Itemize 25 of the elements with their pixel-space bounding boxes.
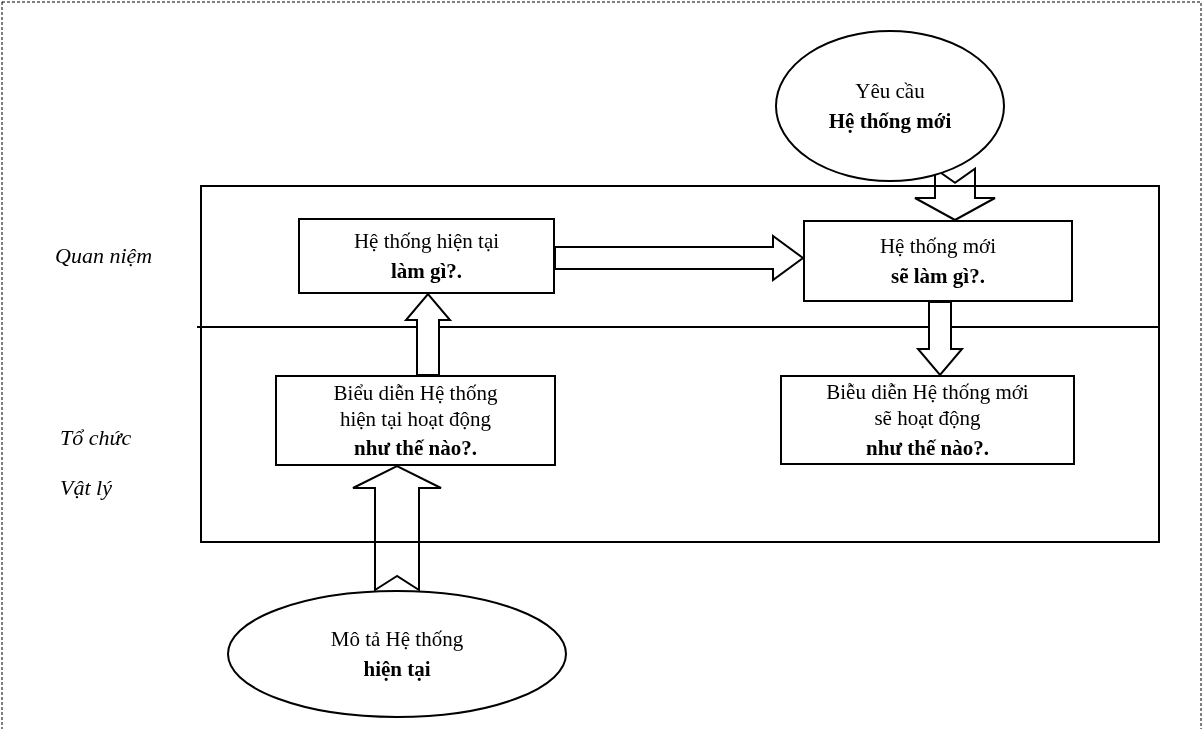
block-arrow (352, 464, 442, 592)
node-text: hiện tại (362, 655, 432, 682)
node-text: làm gì?. (389, 257, 464, 284)
process-box (780, 375, 1075, 465)
node-text: Hệ thống mới (878, 233, 998, 260)
input-ellipse (227, 590, 567, 718)
node-text: Hệ thống mới (827, 107, 953, 134)
row-label: Quan niệm (55, 243, 153, 269)
node-text: Hệ thống hiện tại (352, 228, 501, 255)
row-label: Tổ chức (60, 425, 132, 451)
node-text: sẽ làm gì?. (890, 262, 986, 289)
row-label: Vật lý (60, 475, 112, 501)
node-text: Mô tả Hệ thống (329, 626, 465, 653)
node-text: như thế nào?. (353, 435, 478, 462)
block-arrow (915, 301, 965, 377)
node-text: Yêu cầu (854, 78, 926, 105)
block-arrow (554, 234, 805, 282)
block-arrow (403, 292, 453, 376)
node-text: như thế nào?. (865, 434, 990, 461)
section-frame (200, 185, 1160, 543)
block-arrow (914, 166, 996, 222)
process-box (298, 218, 555, 294)
input-ellipse (775, 30, 1005, 182)
process-box (275, 375, 556, 466)
process-box (803, 220, 1073, 302)
